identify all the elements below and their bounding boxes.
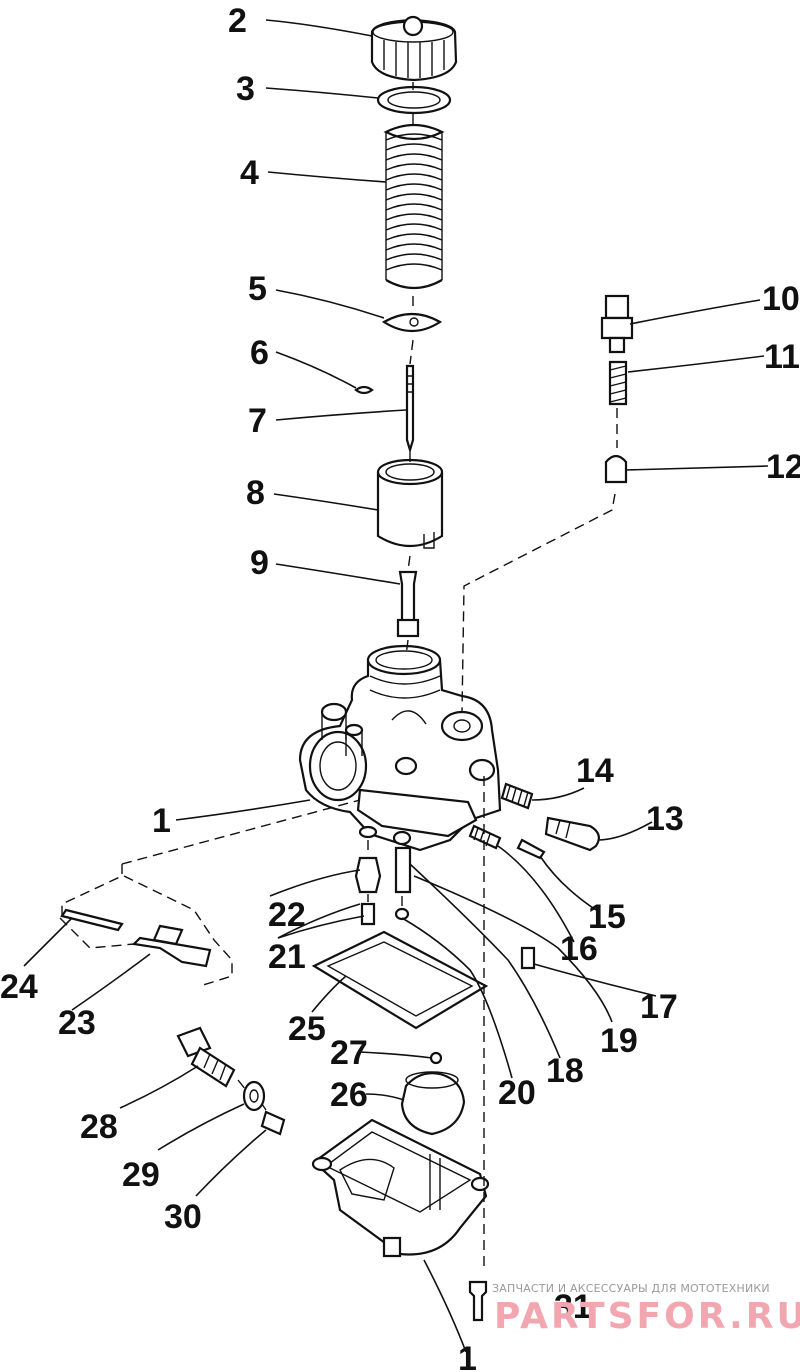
part-idle-spring [468,824,502,850]
callout-5: 5 [248,270,267,308]
callout-18: 18 [546,1052,584,1090]
callout-19: 19 [600,1022,638,1060]
part-clip [354,385,374,395]
callout-25: 25 [288,1010,326,1048]
part-pilot-jet [392,830,412,921]
part-ring [376,85,452,115]
part-pilot-screw [544,816,601,852]
callout-31: 31 [554,1288,592,1326]
part-gasket [311,930,489,1030]
callout-6: 6 [250,334,269,372]
watermark-tagline: ЗАПЧАСТИ И АКСЕССУАРЫ ДЛЯ МОТОТЕХНИКИ [492,1282,770,1295]
callout-10: 10 [762,280,800,318]
callout-20: 20 [498,1074,536,1112]
part-cap [370,15,458,82]
callout-26: 26 [330,1076,368,1114]
part-plunger-cap [604,454,628,484]
part-pilot-spring [500,782,534,810]
part-spring [383,123,445,290]
part-drain-bolt [176,1026,236,1088]
callout-13: 13 [646,800,684,838]
callout-1-upper: 1 [152,802,171,840]
callout-27: 27 [330,1034,368,1072]
leader-lines [23,19,769,1353]
part-float-pin [60,908,124,932]
part-small-spring [608,360,628,406]
callout-22: 22 [268,896,306,934]
callout-7: 7 [248,402,267,440]
part-main-jet [354,825,382,926]
part-bowl-screw [468,1280,488,1322]
part-float [400,1071,466,1136]
callout-23: 23 [58,1004,96,1042]
part-float-arm [131,924,212,968]
part-17-screw [520,946,536,970]
callout-15: 15 [588,898,626,936]
watermark-brand: PARTSFOR.RU [494,1296,800,1337]
callout-21: 21 [268,938,306,976]
part-adjuster [600,294,634,354]
callout-30: 30 [164,1198,202,1236]
callout-11: 11 [764,338,800,376]
callout-1-lower: 1 [458,1340,477,1372]
callout-8: 8 [246,474,265,512]
callout-16: 16 [560,930,598,968]
callout-3: 3 [236,70,255,108]
part-ball [429,1051,443,1065]
callout-29: 29 [122,1156,160,1194]
part-drain-screw [260,1110,286,1136]
part-washer [242,1080,266,1112]
alignment-lines [59,82,618,1270]
part-needle-jet [396,570,420,638]
callout-9: 9 [250,544,269,582]
part-jet-needle [405,364,415,454]
part-carburetor-body [298,644,502,852]
callout-2: 2 [228,2,247,40]
watermark: ЗАПЧАСТИ И АКСЕССУАРЫ ДЛЯ МОТОТЕХНИКИ PA… [492,1282,800,1337]
callout-12: 12 [766,448,800,486]
callout-17: 17 [640,988,678,1026]
part-float-bowl [311,1118,490,1258]
part-idle-screw [516,838,546,860]
part-throttle-valve [376,458,444,549]
callout-4: 4 [240,154,259,192]
callout-14: 14 [576,752,614,790]
callout-24: 24 [0,968,38,1006]
callout-28: 28 [80,1108,118,1146]
part-retainer-plate [381,312,443,333]
